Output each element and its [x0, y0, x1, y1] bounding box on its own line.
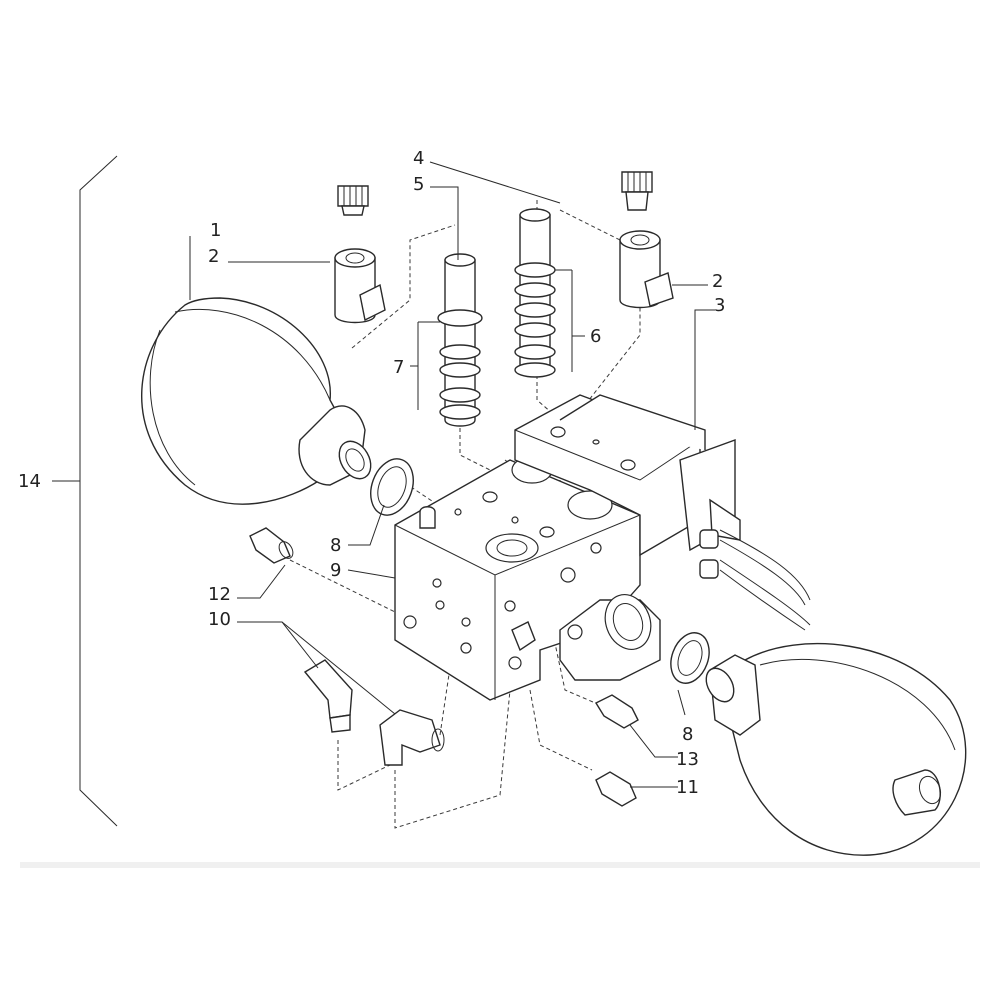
elbow-fitting-a [303, 659, 353, 733]
callout-8-right: 8 [682, 724, 693, 745]
elbow-fitting-b [379, 709, 445, 766]
leader-lines [189, 161, 715, 788]
callout-8-left: 8 [330, 535, 341, 556]
callout-1: 1 [210, 220, 221, 241]
coil-right [619, 230, 674, 309]
fitting-11 [595, 771, 637, 807]
footer-band [20, 862, 980, 868]
cap-knob-right [621, 171, 653, 211]
callout-6: 6 [590, 326, 601, 347]
callout-12: 12 [208, 584, 231, 605]
o-ring-left [370, 458, 414, 516]
accumulator-right [705, 642, 967, 856]
assembly-bracket [52, 155, 118, 827]
callout-10: 10 [208, 609, 231, 630]
callout-14: 14 [18, 471, 41, 492]
callout-11: 11 [676, 777, 699, 798]
callout-13: 13 [676, 749, 699, 770]
callout-3: 3 [714, 295, 725, 316]
callout-2-left: 2 [208, 246, 219, 267]
cap-knob-left [337, 185, 369, 216]
fitting-13 [595, 694, 639, 729]
valve-block [394, 456, 661, 701]
cartridge-valve-left [437, 253, 483, 427]
pilot-valve-unit [514, 394, 811, 631]
accumulator-left [141, 297, 372, 505]
fitting-12 [249, 527, 294, 564]
callout-2-right: 2 [712, 271, 723, 292]
callout-4: 4 [413, 148, 424, 169]
cartridge-valve-right [514, 208, 556, 378]
coil-left [334, 248, 386, 324]
callout-7: 7 [393, 357, 404, 378]
callout-9: 9 [330, 560, 341, 581]
callout-5: 5 [413, 174, 424, 195]
o-ring-right [670, 632, 710, 684]
callout-numbers: 1 2 2 3 4 5 6 7 8 8 9 10 11 12 13 14 [18, 148, 725, 798]
